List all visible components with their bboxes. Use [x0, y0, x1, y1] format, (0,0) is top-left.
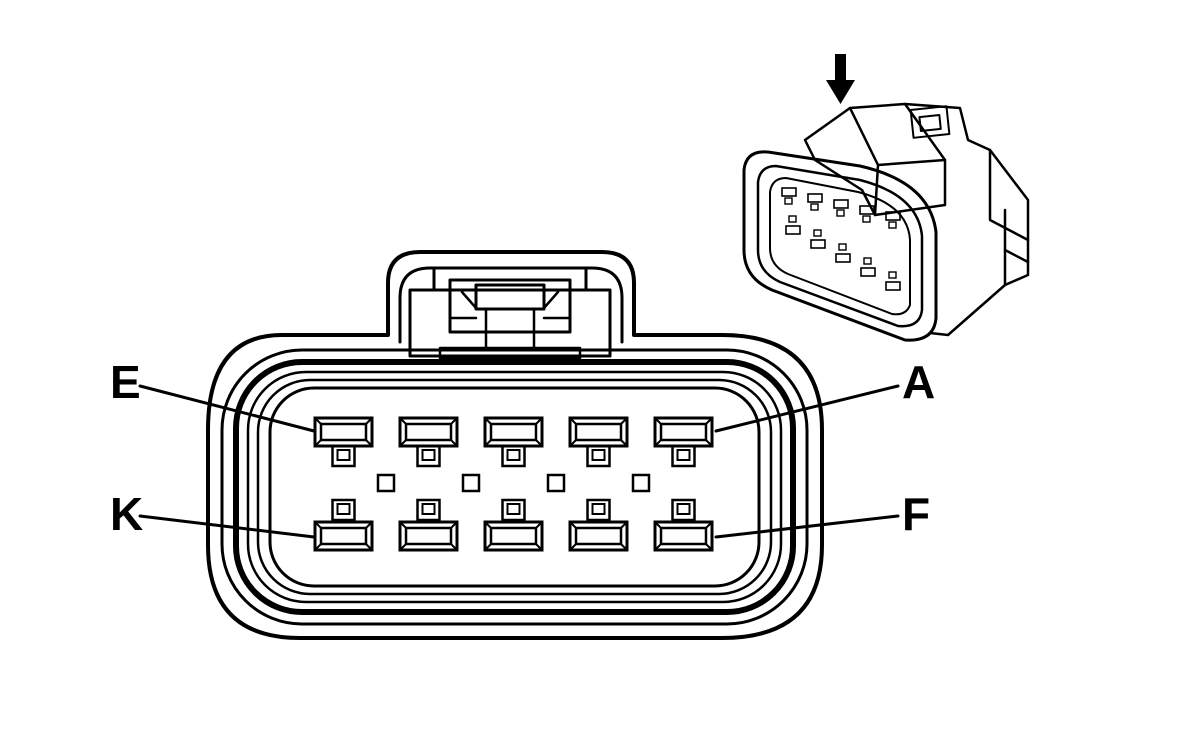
terminal-bottom-4	[568, 520, 629, 552]
terminal-bottom-3	[483, 520, 544, 552]
terminal-tab-top-1	[331, 444, 356, 468]
leader-line-e	[138, 384, 316, 433]
leader-line-k	[138, 514, 316, 539]
inset-terminal-bottom	[785, 225, 801, 235]
pin-label-a: A	[902, 356, 935, 408]
terminal-top-5	[653, 416, 714, 448]
terminal-bottom-5	[653, 520, 714, 552]
inset-terminal-top	[781, 187, 797, 197]
inset-terminal-cavities	[781, 187, 901, 291]
inset-tab-top	[836, 209, 845, 217]
down-arrow-icon	[826, 54, 855, 104]
leader-lines	[138, 384, 900, 539]
terminal-cavities	[313, 416, 714, 552]
terminal-tab-bottom-5	[671, 498, 696, 522]
leader-line-f	[714, 514, 900, 539]
terminal-top-3	[483, 416, 544, 448]
terminal-bottom-1	[313, 520, 374, 552]
inset-terminal-bottom	[885, 281, 901, 291]
locator-square	[461, 473, 481, 493]
inset-tab-top	[810, 203, 819, 211]
connector-isometric-view	[742, 102, 1030, 342]
inset-tab-bottom	[838, 243, 847, 251]
inset-terminal-bottom	[810, 239, 826, 249]
inset-terminal-bottom	[860, 267, 876, 277]
terminal-tab-bottom-1	[331, 498, 356, 522]
inset-tab-bottom	[863, 257, 872, 265]
connector-housing	[206, 250, 824, 640]
pin-label-e: E	[110, 356, 141, 408]
pin-label-k: K	[110, 488, 143, 540]
terminal-tab-top-3	[501, 444, 526, 468]
terminal-tab-bottom-2	[416, 498, 441, 522]
inset-terminal-top	[833, 199, 849, 209]
terminal-top-2	[398, 416, 459, 448]
terminal-tab-top-5	[671, 444, 696, 468]
terminal-top-4	[568, 416, 629, 448]
terminal-tab-top-4	[586, 444, 611, 468]
terminal-tab-top-2	[416, 444, 441, 468]
inset-tab-top	[784, 197, 793, 205]
inset-tab-bottom	[788, 215, 797, 223]
connector-latch	[398, 266, 624, 360]
locator-square	[376, 473, 396, 493]
inset-terminal-top	[807, 193, 823, 203]
inset-terminal-top	[885, 211, 901, 221]
terminal-bottom-2	[398, 520, 459, 552]
pin-label-f: F	[902, 488, 930, 540]
inset-terminal-top	[859, 205, 875, 215]
leader-line-a	[714, 384, 900, 433]
inset-tab-top	[888, 221, 897, 229]
locator-square	[631, 473, 651, 493]
inset-tab-bottom	[888, 271, 897, 279]
inset-terminal-bottom	[835, 253, 851, 263]
locator-square	[546, 473, 566, 493]
terminal-tab-bottom-4	[586, 498, 611, 522]
terminal-top-1	[313, 416, 374, 448]
inset-tab-top	[862, 215, 871, 223]
inset-tab-bottom	[813, 229, 822, 237]
terminal-tab-bottom-3	[501, 498, 526, 522]
